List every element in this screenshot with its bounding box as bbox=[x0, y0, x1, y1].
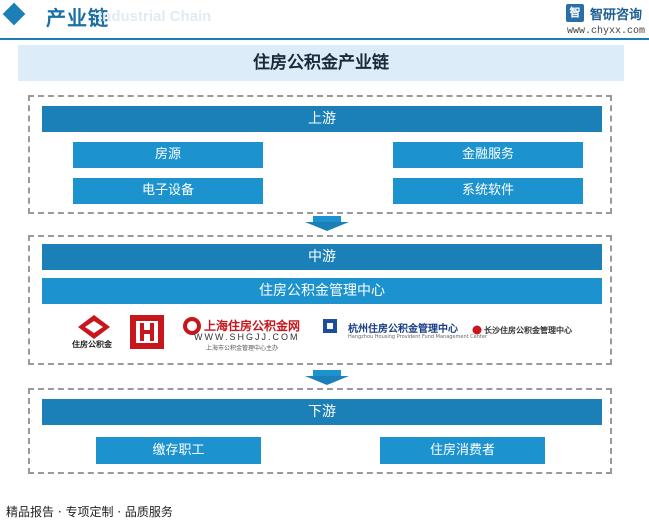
downstream-item-consumers: 住房消费者 bbox=[380, 437, 545, 464]
housing-fund-emblem-icon bbox=[78, 315, 164, 349]
page-title: 产业链 bbox=[46, 6, 109, 30]
logo-housing-fund: 住房公积金 bbox=[72, 313, 168, 351]
header-diamond-icon bbox=[2, 2, 26, 26]
page-subtitle: Industrial Chain bbox=[98, 8, 212, 25]
logo-hangzhou-fund: 杭州住房公积金管理中心 Hangzhou Housing Provident F… bbox=[322, 318, 487, 346]
downstream-item-employees: 缴存职工 bbox=[96, 437, 261, 464]
upstream-item-housing: 房源 bbox=[73, 142, 263, 168]
diagram-title: 住房公积金产业链 bbox=[18, 45, 624, 81]
logo-changsha-fund-name: 长沙住房公积金管理中心 bbox=[484, 326, 572, 335]
upstream-label: 上游 bbox=[42, 106, 602, 132]
flow-arrow-down-icon bbox=[305, 370, 349, 385]
flow-arrow-down-icon bbox=[305, 216, 349, 231]
upstream-item-finance: 金融服务 bbox=[393, 142, 583, 168]
midstream-label: 中游 bbox=[42, 244, 602, 270]
logo-shanghai-fund-name: 上海住房公积金网 bbox=[204, 319, 301, 333]
logo-changsha-fund: 长沙住房公积金管理中心 bbox=[472, 322, 598, 340]
logo-hangzhou-fund-en: Hangzhou Housing Provident Fund Manageme… bbox=[348, 334, 487, 340]
logo-shanghai-fund-url: WWW.SHGJJ.COM bbox=[194, 332, 300, 342]
brand-url: www.chyxx.com bbox=[567, 26, 646, 37]
changsha-fund-emblem-icon bbox=[472, 325, 482, 335]
footer-slogan: 精品报告 · 专项定制 · 品质服务 bbox=[6, 505, 173, 519]
midstream-center: 住房公积金管理中心 bbox=[42, 278, 602, 304]
brand-logo-icon: 智 bbox=[566, 4, 584, 22]
logo-shanghai-fund-note: 上海市公积金管理中心主办 bbox=[206, 345, 279, 352]
logo-shanghai-fund: 上海住房公积金网 WWW.SHGJJ.COM 上海市公积金管理中心主办 bbox=[182, 315, 308, 353]
logo-housing-fund-text: 住房公积金 bbox=[72, 340, 112, 349]
brand-name: 智研咨询 bbox=[590, 8, 643, 23]
logo-hangzhou-fund-name: 杭州住房公积金管理中心 bbox=[348, 324, 458, 335]
shanghai-fund-emblem-icon bbox=[183, 317, 201, 335]
hangzhou-fund-emblem-icon bbox=[323, 319, 337, 333]
header-divider bbox=[0, 38, 649, 40]
upstream-item-software: 系统软件 bbox=[393, 178, 583, 204]
downstream-label: 下游 bbox=[42, 399, 602, 425]
upstream-item-electronics: 电子设备 bbox=[73, 178, 263, 204]
